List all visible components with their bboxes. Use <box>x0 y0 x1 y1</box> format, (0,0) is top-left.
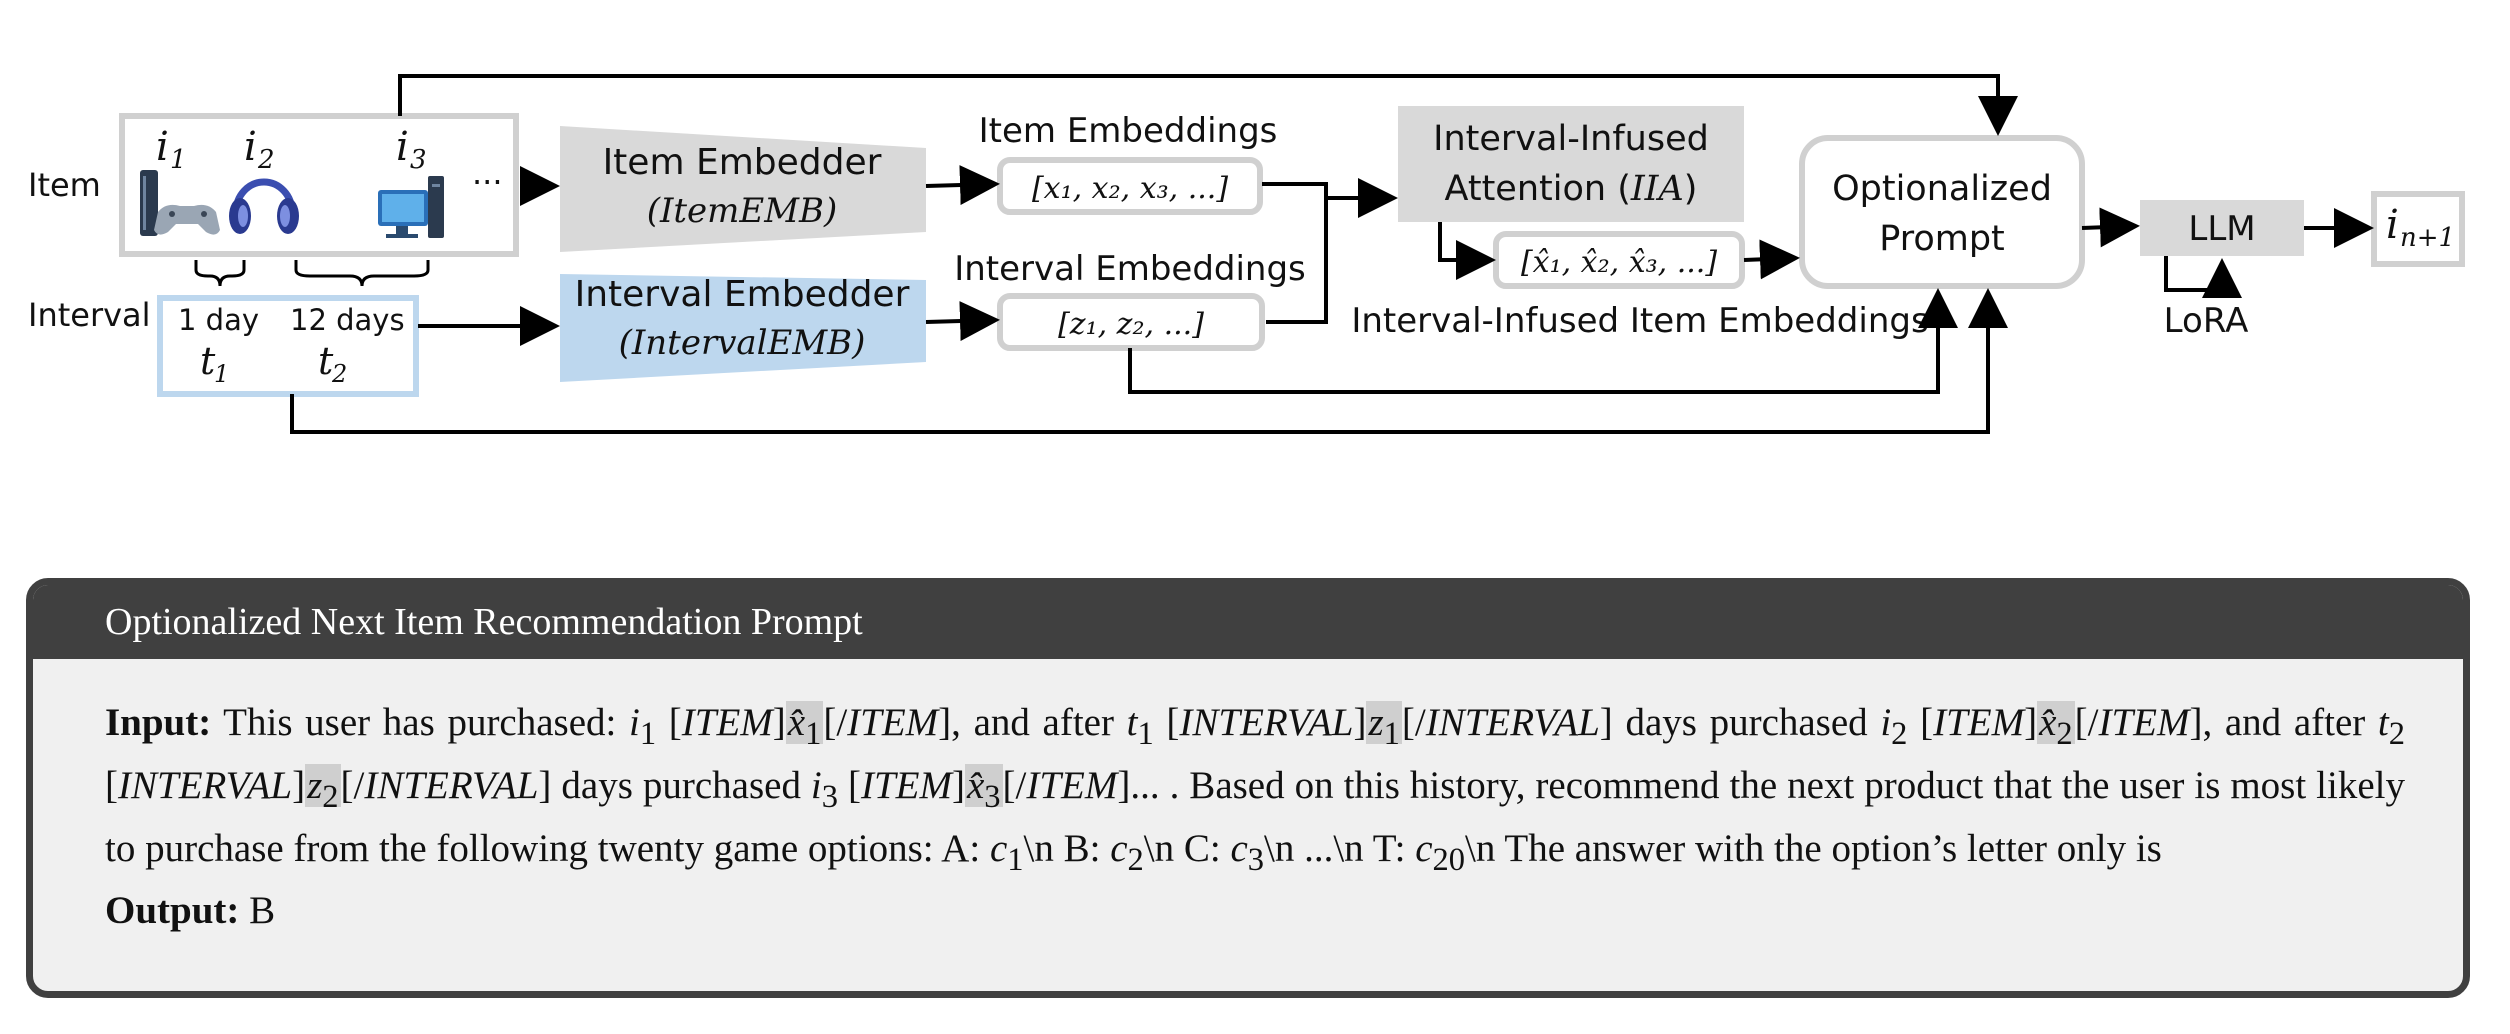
interval-sequence-box <box>157 295 419 397</box>
prompt-input: Input: This user has purchased: i1 [ITEM… <box>105 701 2406 878</box>
connectors <box>290 74 2374 434</box>
interval-embeddings-value: [z₁, z₂, ...] <box>1058 307 1204 342</box>
svg-text:Optionalized: Optionalized <box>1832 169 2052 209</box>
interval-brace-1 <box>194 260 246 287</box>
item-1-label: i 1 <box>156 124 187 175</box>
game-console-icon <box>140 170 220 236</box>
iia-block: Interval-Infused Attention (IIA) <box>1398 106 1744 222</box>
prompt-header: Optionalized Next Item Recommendation Pr… <box>33 585 2463 659</box>
svg-text:Prompt: Prompt <box>1879 219 2005 259</box>
input-label: Input: <box>105 701 212 744</box>
svg-text:(ItemEMB): (ItemEMB) <box>647 191 838 231</box>
svg-text:t: t <box>318 339 334 383</box>
item-sequence-box <box>119 113 519 257</box>
output-box <box>2371 191 2465 267</box>
item-embeddings-value: [x₁, x₂, x₃, ...] <box>1032 171 1228 206</box>
interval-embeddings-label: Interval Embeddings <box>954 249 1306 289</box>
row-label-item: Item <box>28 166 101 204</box>
llm-block <box>2140 200 2304 256</box>
item-3-label: i 3 <box>396 124 427 175</box>
output-value: B <box>249 889 276 933</box>
infused-embeddings-value: [x̂₁, x̂₂, x̂₃, ...] <box>1521 245 1717 280</box>
svg-text:t: t <box>200 339 216 383</box>
pipeline-diagram: Item Interval i 1 i 2 i 3 ... <box>28 74 2465 434</box>
svg-text:Interval Embedder: Interval Embedder <box>575 274 910 315</box>
desktop-computer-icon <box>378 176 444 238</box>
svg-text:3: 3 <box>410 145 427 175</box>
item-embeddings-box <box>997 157 1263 215</box>
item-embedder-block: Item Embedder (ItemEMB) <box>560 126 926 252</box>
output-label: i n+1 <box>2386 202 2455 253</box>
headphones-icon <box>229 178 299 234</box>
infused-embeddings-box <box>1493 231 1745 289</box>
prompt-body: Input: This user has purchased: i1 [ITEM… <box>105 697 2405 937</box>
interval-2-var: t 2 <box>318 339 347 388</box>
prompt-output: Output: B <box>105 885 2405 937</box>
interval-1-var: t 1 <box>200 339 229 388</box>
optionalized-prompt-box <box>1799 135 2085 289</box>
output-label-text: Output: <box>105 889 240 933</box>
item-2-label: i 2 <box>244 124 275 175</box>
item-embeddings-label: Item Embeddings <box>979 111 1278 151</box>
interval-brace-2 <box>294 260 430 287</box>
svg-text:2: 2 <box>257 145 275 175</box>
lora-label: LoRA <box>2164 301 2249 341</box>
svg-text:n+1: n+1 <box>2400 223 2455 253</box>
interval-embedder-block: Interval Embedder (IntervalEMB) <box>560 274 926 382</box>
svg-text:1: 1 <box>170 145 187 175</box>
svg-text:i: i <box>156 124 169 170</box>
svg-text:(IntervalEMB): (IntervalEMB) <box>619 323 866 363</box>
interval-1-label: 1 day <box>178 303 259 337</box>
row-label-interval: Interval <box>28 296 151 334</box>
svg-text:1: 1 <box>214 360 229 388</box>
svg-text:Item Embedder: Item Embedder <box>603 142 882 183</box>
svg-text:i: i <box>396 124 409 170</box>
svg-text:Interval-Infused: Interval-Infused <box>1433 119 1709 159</box>
svg-text:Attention (IIA): Attention (IIA) <box>1445 169 1698 209</box>
svg-text:2: 2 <box>331 360 347 388</box>
interval-2-label: 12 days <box>290 303 405 337</box>
item-ellipsis: ... <box>472 154 503 192</box>
llm-label: LLM <box>2188 209 2255 249</box>
prompt-panel: Optionalized Next Item Recommendation Pr… <box>26 578 2470 998</box>
svg-text:i: i <box>2386 202 2399 248</box>
infused-embeddings-label: Interval-Infused Item Embeddings <box>1351 301 1928 341</box>
svg-text:i: i <box>244 124 257 170</box>
